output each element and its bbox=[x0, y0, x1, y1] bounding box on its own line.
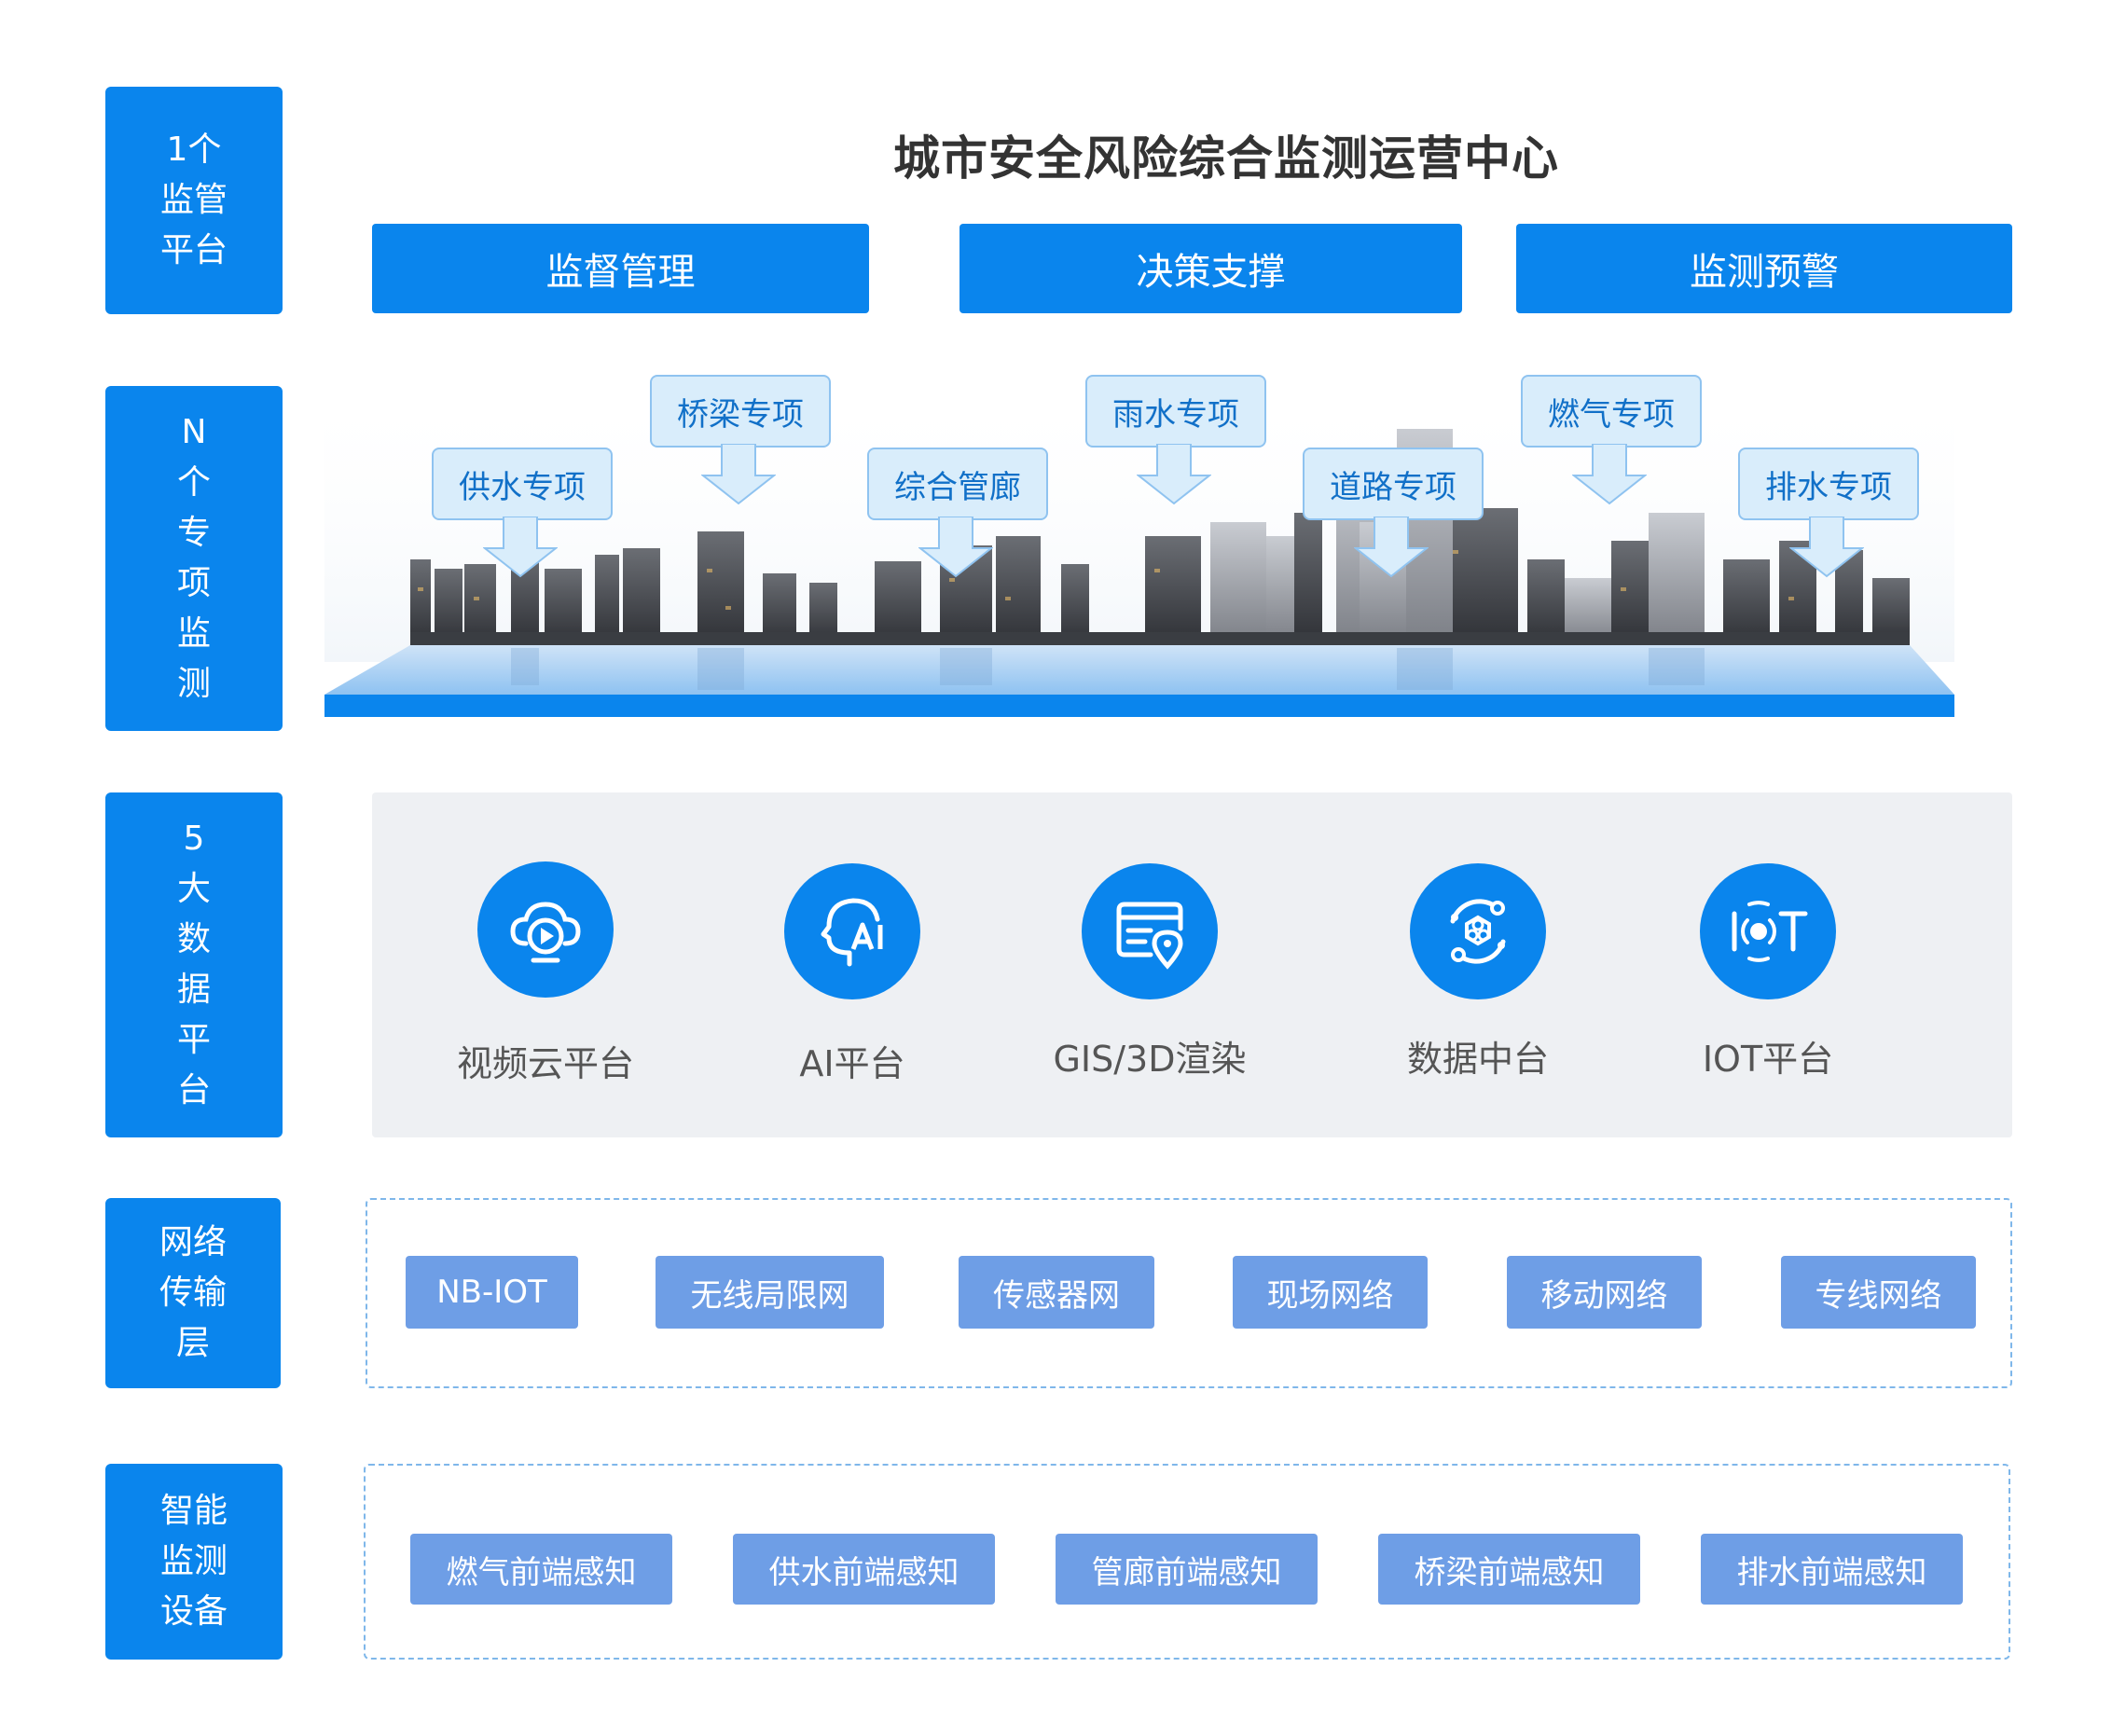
callout-label: 供水专项 bbox=[432, 448, 613, 520]
platform-label-datahub: 数据中台 bbox=[1406, 1039, 1549, 1080]
data-hub-icon[interactable] bbox=[1410, 863, 1546, 999]
down-arrow-icon bbox=[1354, 517, 1429, 578]
special-callout-drainage[interactable]: 排水专项 bbox=[1738, 448, 1919, 578]
gis-map-icon[interactable] bbox=[1082, 863, 1218, 999]
tier-text: 平 bbox=[176, 1021, 211, 1059]
tier-text: N bbox=[181, 413, 207, 451]
tier-label-data: 5 大 数 据 平 台 bbox=[105, 792, 283, 1137]
network-chip-field[interactable]: 现场网络 bbox=[1233, 1256, 1428, 1329]
callout-label: 排水专项 bbox=[1738, 448, 1919, 520]
platform-label-gis: GIS/3D渲染 bbox=[1053, 1039, 1247, 1080]
tier-label-network: 网络 传输 层 bbox=[105, 1198, 281, 1388]
callout-label: 桥梁专项 bbox=[650, 375, 831, 448]
tier-label-special: N 个 专 项 监 测 bbox=[105, 386, 283, 731]
tier-text: 专 bbox=[176, 514, 211, 552]
special-callout-utility-tunnel[interactable]: 综合管廊 bbox=[867, 448, 1048, 578]
network-chip-wireless-lan[interactable]: 无线局限网 bbox=[656, 1256, 884, 1329]
tier-text: 监管 bbox=[159, 181, 228, 219]
special-callout-water-supply[interactable]: 供水专项 bbox=[432, 448, 613, 578]
down-arrow-icon bbox=[701, 444, 776, 505]
network-chip-sensor[interactable]: 传感器网 bbox=[959, 1256, 1154, 1329]
device-chip-drainage[interactable]: 排水前端感知 bbox=[1701, 1534, 1963, 1605]
device-chip-gas[interactable]: 燃气前端感知 bbox=[410, 1534, 672, 1605]
video-cloud-icon[interactable] bbox=[477, 861, 614, 998]
tier-text: 测 bbox=[176, 665, 211, 703]
special-callout-rainwater[interactable]: 雨水专项 bbox=[1085, 375, 1266, 505]
special-callout-bridge[interactable]: 桥梁专项 bbox=[650, 375, 831, 505]
callout-label: 雨水专项 bbox=[1085, 375, 1266, 448]
network-chip-mobile[interactable]: 移动网络 bbox=[1507, 1256, 1702, 1329]
network-chip-nbiot[interactable]: NB-IOT bbox=[406, 1256, 578, 1329]
down-arrow-icon bbox=[1789, 517, 1864, 578]
platform-label-iot: IOT平台 bbox=[1702, 1039, 1834, 1080]
tier-text: 大 bbox=[176, 870, 211, 908]
decision-support-button[interactable]: 决策支撑 bbox=[959, 224, 1462, 313]
device-chip-tunnel[interactable]: 管廊前端感知 bbox=[1056, 1534, 1318, 1605]
tier-text: 项 bbox=[176, 564, 211, 602]
down-arrow-icon bbox=[918, 517, 993, 578]
network-container bbox=[366, 1198, 2012, 1388]
ai-head-icon[interactable] bbox=[784, 863, 920, 999]
tier-text: 据 bbox=[176, 971, 211, 1009]
tier-text: 5 bbox=[183, 820, 205, 858]
tier-text: 设备 bbox=[159, 1592, 228, 1631]
special-callout-gas[interactable]: 燃气专项 bbox=[1521, 375, 1702, 505]
callout-label: 燃气专项 bbox=[1521, 375, 1702, 448]
devices-container bbox=[364, 1464, 2010, 1660]
tier-text: 传输 bbox=[159, 1274, 227, 1312]
device-chip-bridge[interactable]: 桥梁前端感知 bbox=[1378, 1534, 1640, 1605]
tier-text: 1个 bbox=[166, 131, 222, 169]
tier-text: 监测 bbox=[159, 1542, 228, 1580]
device-chip-water-supply[interactable]: 供水前端感知 bbox=[733, 1534, 995, 1605]
tier-text: 层 bbox=[175, 1324, 210, 1362]
early-warning-button[interactable]: 监测预警 bbox=[1516, 224, 2012, 313]
down-arrow-icon bbox=[1572, 444, 1647, 505]
tier-text: 平台 bbox=[159, 231, 228, 269]
tier-text: 网络 bbox=[159, 1223, 227, 1261]
tier-text: 台 bbox=[176, 1071, 211, 1109]
callout-label: 道路专项 bbox=[1303, 448, 1484, 520]
tier-text: 数 bbox=[176, 920, 211, 958]
callout-label: 综合管廊 bbox=[867, 448, 1048, 520]
network-chip-leased-line[interactable]: 专线网络 bbox=[1781, 1256, 1976, 1329]
supervision-button[interactable]: 监督管理 bbox=[372, 224, 869, 313]
platform-label-video: 视频云平台 bbox=[456, 1043, 634, 1084]
platform-label-ai: AI平台 bbox=[799, 1043, 905, 1084]
tier-label-monitor: 1个 监管 平台 bbox=[105, 87, 283, 314]
down-arrow-icon bbox=[1137, 444, 1211, 505]
tier-label-devices: 智能 监测 设备 bbox=[105, 1464, 283, 1660]
tier-text: 智能 bbox=[159, 1492, 228, 1530]
iot-icon[interactable] bbox=[1700, 863, 1836, 999]
special-callout-road[interactable]: 道路专项 bbox=[1303, 448, 1484, 578]
center-title: 城市安全风险综合监测运营中心 bbox=[893, 131, 1559, 186]
tier-text: 个 bbox=[176, 463, 211, 502]
tier-text: 监 bbox=[176, 614, 211, 653]
down-arrow-icon bbox=[483, 517, 558, 578]
